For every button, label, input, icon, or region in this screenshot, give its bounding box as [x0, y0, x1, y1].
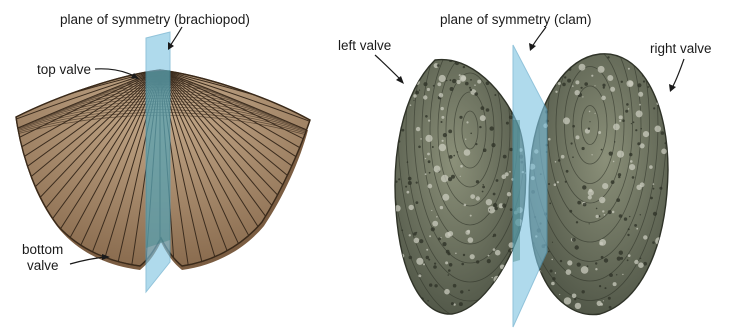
- leader-right-valve: [672, 59, 684, 88]
- bottom-valve-label-line2: valve: [27, 258, 59, 273]
- brachiopod-symmetry-plane: [146, 32, 170, 292]
- clam-symmetry-plane: [513, 45, 547, 327]
- arrowhead: [168, 42, 174, 50]
- leader-plane-clam: [532, 27, 546, 47]
- right-valve-label: right valve: [650, 41, 712, 56]
- leader-left-valve: [375, 55, 401, 80]
- leader-bottom-valve: [70, 257, 106, 264]
- brachiopod-shell: [0, 70, 417, 291]
- clam-plane-label: plane of symmetry (clam): [440, 12, 592, 27]
- brachiopod-plane-label: plane of symmetry (brachiopod): [60, 12, 250, 27]
- leader-plane-brachiopod: [170, 27, 182, 46]
- leader-top-valve: [95, 69, 134, 76]
- left-valve-label: left valve: [338, 38, 391, 53]
- top-valve-label: top valve: [37, 62, 91, 77]
- bottom-valve-label-line1: bottom: [22, 242, 63, 257]
